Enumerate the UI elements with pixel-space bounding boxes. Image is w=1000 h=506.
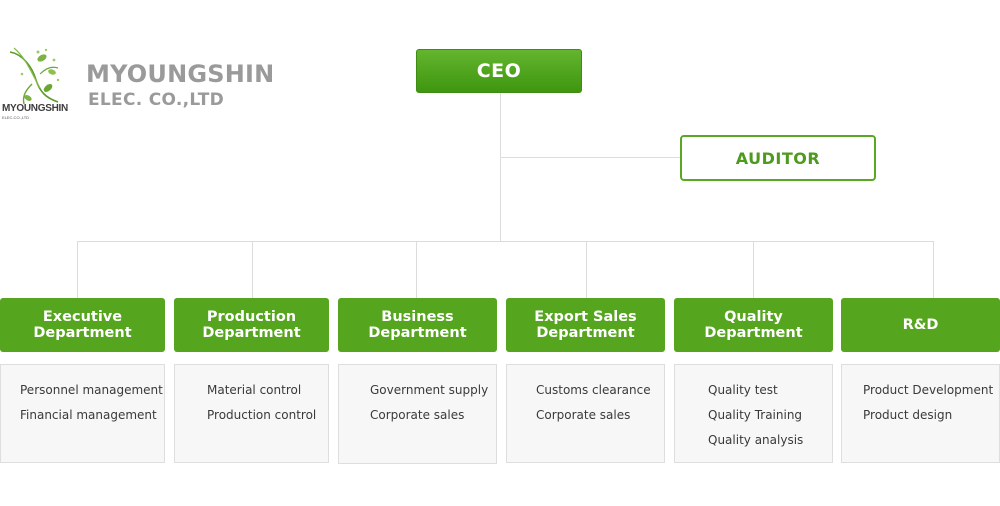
task-item: Quality test [708, 383, 778, 397]
company-subtitle: ELEC. CO.,LTD [88, 90, 225, 110]
task-item: Corporate sales [370, 408, 465, 422]
dept-label: R&D [902, 317, 939, 333]
task-item: Government supply [370, 383, 489, 397]
task-item: Production control [207, 408, 317, 422]
dept-label: Business Department [368, 309, 467, 341]
dept-label: Executive Department [33, 309, 132, 341]
dept-business-tasks [338, 364, 497, 464]
auditor-label: AUDITOR [735, 148, 821, 168]
dept-production-tasks [174, 364, 329, 463]
logo-wordmark: MYOUNGSHIN [2, 103, 68, 114]
task-item: Quality Training [708, 408, 803, 422]
connector-drop-6 [933, 241, 934, 298]
auditor-node: AUDITOR [680, 135, 876, 181]
connector-drop-1 [77, 241, 78, 298]
task-item: Customs clearance [536, 383, 651, 397]
dept-label: Quality Department [704, 309, 803, 341]
task-item: Personnel management [20, 383, 163, 397]
dept-rnd-tasks [841, 364, 1000, 463]
task-item: Product design [863, 408, 953, 422]
connector-drop-2 [252, 241, 253, 298]
task-item: Corporate sales [536, 408, 631, 422]
dept-executive-tasks [0, 364, 165, 463]
dept-rnd: R&D [841, 298, 1000, 352]
company-logo-icon [9, 47, 60, 105]
task-item: Quality analysis [708, 433, 804, 447]
dept-executive: Executive Department [0, 298, 165, 352]
dept-export-sales: Export Sales Department [506, 298, 665, 352]
connector-drop-5 [753, 241, 754, 298]
connector-horizontal [77, 241, 934, 242]
connector-drop-3 [416, 241, 417, 298]
connector-auditor [500, 157, 680, 158]
dept-export-sales-tasks [506, 364, 665, 463]
task-item: Financial management [20, 408, 157, 422]
dept-label: Production Department [202, 309, 301, 341]
dept-business: Business Department [338, 298, 497, 352]
dept-quality-tasks [674, 364, 833, 463]
task-item: Product Development [863, 383, 994, 397]
dept-quality: Quality Department [674, 298, 833, 352]
connector-drop-4 [586, 241, 587, 298]
company-name: MYOUNGSHIN [86, 60, 275, 88]
dept-label: Export Sales Department [534, 309, 637, 341]
task-item: Material control [207, 383, 302, 397]
connector-ceo-vertical [500, 93, 501, 242]
dept-production: Production Department [174, 298, 329, 352]
ceo-label: CEO [476, 60, 522, 82]
ceo-node: CEO [416, 49, 582, 93]
logo-tagline: ELEC.CO.,LTD [2, 115, 30, 120]
